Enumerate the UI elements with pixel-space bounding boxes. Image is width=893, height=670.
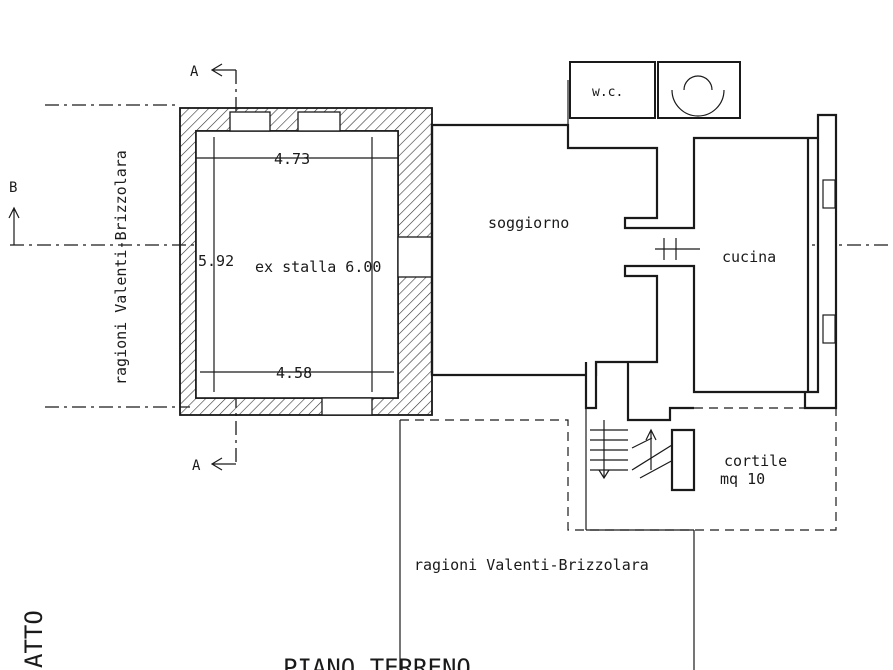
stair-tower <box>657 61 741 119</box>
stalla-window-2 <box>297 111 341 132</box>
neighbor-label-left: ragioni Valenti-Brizzolara <box>112 150 130 385</box>
dimension-bottom-width: 4.58 <box>276 364 312 382</box>
cortile-label: cortile <box>724 452 787 470</box>
cortile-area-label: mq 10 <box>720 470 765 488</box>
section-marker-b: B <box>8 180 20 245</box>
left-edge-title-fragment: ATTO <box>20 610 48 668</box>
svg-text:A: A <box>192 458 201 474</box>
house-walls <box>430 61 838 410</box>
neighbor-label-bottom: ragioni Valenti-Brizzolara <box>414 556 649 574</box>
circular-stair-icon <box>671 75 725 117</box>
kitchen-window-1 <box>822 179 836 209</box>
section-marker-a-top: A <box>190 63 236 80</box>
stalla-window-1 <box>229 111 271 132</box>
dimension-left-height: 5.92 <box>198 252 234 270</box>
ex-stalla-walls <box>179 107 433 416</box>
stalla-bottom-door <box>321 397 373 416</box>
svg-text:A: A <box>190 64 199 80</box>
stalla-label: ex stalla 6.00 <box>255 258 381 276</box>
plan-title: PIANO TERRENO <box>283 654 471 670</box>
dimension-top-width: 4.73 <box>274 150 310 168</box>
soggiorno-label: soggiorno <box>488 214 569 232</box>
stair-block <box>584 362 696 492</box>
svg-text:B: B <box>9 180 17 196</box>
wc-label: w.c. <box>592 85 623 100</box>
property-boundaries <box>399 407 837 670</box>
cucina-label: cucina <box>722 248 776 266</box>
dimension-lines <box>196 137 398 392</box>
section-marker-a-bottom: A <box>192 457 236 474</box>
wc-room <box>569 61 656 119</box>
kitchen-window-2 <box>822 314 836 344</box>
stalla-side-door <box>397 236 433 278</box>
